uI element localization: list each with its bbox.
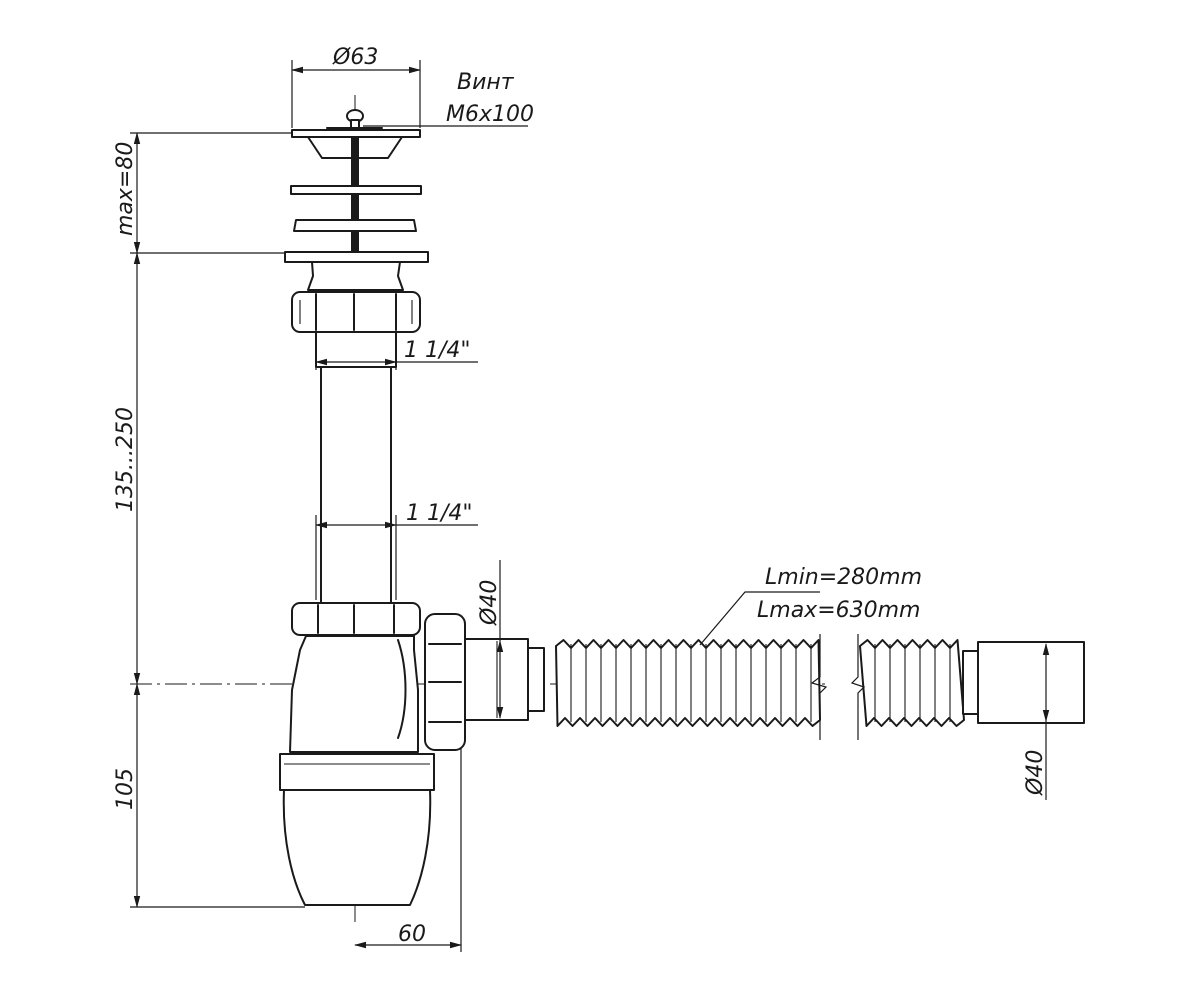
max-height-label: max=80: [113, 142, 138, 236]
trap-height-label: 105: [113, 768, 138, 810]
center-lines: [130, 95, 830, 925]
end-diameter-label: Ø40: [1023, 750, 1048, 796]
dimension-lines: [130, 60, 1050, 952]
screw-title-label: Винт: [457, 70, 515, 95]
thread-lower-label: 1 1/4": [406, 501, 473, 526]
pipe-height-label: 135...250: [113, 407, 138, 512]
thread-upper-label: 1 1/4": [404, 338, 471, 363]
hose-length-min-label: Lmin=280mm: [765, 565, 922, 590]
hose-length-max-label: Lmax=630mm: [757, 598, 920, 623]
top-diameter-label: Ø63: [332, 45, 378, 70]
lower-nut: [291, 602, 421, 636]
trap-body: [279, 635, 435, 906]
end-fitting: [962, 641, 1085, 724]
upper-nut-and-pipe: [291, 261, 421, 604]
corrugated-hose: [555, 634, 965, 740]
sink-drain-assembly: [284, 109, 429, 263]
outlet-connection: [424, 613, 545, 751]
outlet-diameter-label: Ø40: [477, 580, 502, 626]
offset-label: 60: [398, 922, 426, 947]
screw-size-label: M6x100: [446, 102, 534, 127]
dimension-labels: Ø63 Винт M6x100 max=80 135...250 105 1 1…: [113, 45, 1048, 947]
